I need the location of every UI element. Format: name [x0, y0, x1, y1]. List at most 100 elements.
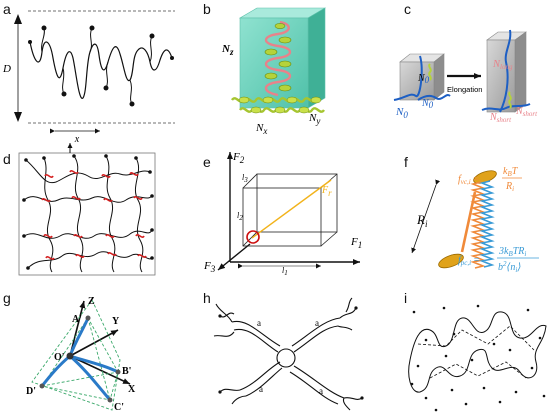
- svg-text:fpc,i=: fpc,i=: [458, 255, 480, 267]
- dashed-segments: [417, 325, 535, 379]
- svg-text:X: X: [128, 384, 136, 395]
- chain-branches: [41, 27, 153, 105]
- random-walk-path: [408, 311, 547, 393]
- red-crosslinks: [41, 170, 147, 260]
- bottom-disk: [438, 253, 464, 269]
- panel-d-label: d: [3, 151, 11, 167]
- fpc-equation: fpc,i= 3kBTRi b2⟨ni⟩: [458, 246, 539, 274]
- right-spring: [508, 91, 512, 109]
- axis-x: [69, 355, 131, 385]
- f1-label: F1: [350, 236, 362, 250]
- orange-rod: [460, 191, 477, 253]
- svg-text:b2⟨ni⟩: b2⟨ni⟩: [498, 260, 521, 274]
- left-chain-a: [393, 55, 423, 101]
- origin-circle: [246, 230, 260, 244]
- panel-c: c N0 N0 N0 Elongation Nlong Nshort Nshor…: [393, 1, 538, 124]
- f2-label: F2: [232, 151, 245, 165]
- tube-network: [213, 297, 363, 411]
- vertex-c: [107, 397, 113, 403]
- nx-label: Nx: [255, 122, 267, 136]
- nshort-label-1: Nshort: [489, 112, 512, 124]
- ri-label: Ri: [416, 212, 428, 229]
- svg-text:fvc,i=: fvc,i=: [458, 174, 479, 186]
- svg-text:a: a: [259, 384, 263, 394]
- axis-f3: [217, 243, 251, 271]
- origin-dot: [66, 352, 74, 360]
- panel-i: i: [404, 290, 547, 412]
- svg-text:a: a: [257, 318, 261, 328]
- svg-text:a: a: [319, 386, 323, 396]
- svg-text:C': C': [114, 402, 124, 413]
- n-label-left: N0: [417, 73, 430, 85]
- pink-helix-z: [264, 20, 292, 97]
- l3-label: l3: [242, 173, 248, 184]
- junction-circle: [276, 348, 296, 368]
- panel-f-label: f: [404, 154, 408, 170]
- right-box-front: [486, 39, 516, 113]
- svg-text:a: a: [315, 318, 319, 328]
- nshort-label-2: Nshort: [515, 106, 538, 118]
- panel-f: f Ri fvc,i= kBT Ri fpc,i= 3kBTRi b2⟨ni⟩: [404, 154, 539, 274]
- svg-text:O': O': [54, 352, 65, 363]
- panel-e: e F2 F1 F3 Fr l1 l2 l3: [203, 151, 362, 277]
- svg-text:B': B': [122, 366, 132, 377]
- panel-b-label: b: [203, 1, 211, 17]
- z-spring-blobs: [264, 23, 292, 92]
- vertex-d: [39, 383, 45, 389]
- panel-a: a D x: [2, 1, 175, 145]
- polymer-chain: [29, 41, 173, 99]
- l2-label: l2: [237, 211, 243, 222]
- svg-text:Z: Z: [88, 296, 95, 307]
- height-label: D: [2, 63, 11, 75]
- xy-spring-blobs: [238, 96, 322, 114]
- panel-h-label: h: [203, 290, 211, 306]
- n0-label-left: N0: [395, 106, 408, 120]
- right-box-side: [514, 31, 527, 113]
- tube-ends: [218, 306, 364, 400]
- panel-c-label: c: [404, 1, 411, 17]
- svg-text:A': A': [72, 314, 82, 325]
- svg-text:Y: Y: [112, 316, 120, 327]
- left-spring: [428, 63, 432, 81]
- fr-label: Fr: [321, 185, 332, 198]
- ri-arrow: [411, 179, 441, 254]
- panel-g-label: g: [3, 290, 11, 306]
- panel-a-label: a: [3, 1, 11, 17]
- axis-y: [69, 329, 119, 357]
- panel-b: b Nz Nx Ny: [203, 1, 327, 136]
- n0-label-left-b: N0: [421, 98, 434, 110]
- vertex-a: [85, 315, 91, 321]
- diagonal-line: [251, 179, 332, 239]
- left-box-side: [433, 53, 445, 101]
- cube-side: [307, 7, 326, 109]
- svg-text:D': D': [26, 386, 36, 397]
- left-box-front: [399, 61, 435, 101]
- right-chain-long: [499, 29, 512, 113]
- chain-end-dots: [28, 25, 174, 107]
- panel-i-label: i: [404, 290, 407, 306]
- left-chain-b: [417, 94, 451, 101]
- fvc-equation: fvc,i= kBT Ri: [458, 166, 522, 193]
- ny-label: Ny: [308, 112, 320, 126]
- a-labels: a a a a: [257, 318, 323, 396]
- network-end-dots: [22, 154, 154, 270]
- blue-spring: [479, 180, 495, 268]
- panel-h: h a a a a: [203, 290, 364, 411]
- right-chain-short: [481, 103, 531, 111]
- svg-text:Ri: Ri: [505, 181, 514, 193]
- nz-label: Nz: [221, 43, 234, 57]
- lattice-dots: [410, 304, 546, 412]
- panel-e-label: e: [203, 154, 211, 170]
- nlong-label: Nlong: [492, 59, 513, 71]
- panel-g: g Z Y X O' A' B' C' D': [3, 290, 136, 413]
- svg-text:kBT: kBT: [503, 166, 519, 178]
- width-label: x: [74, 134, 80, 145]
- svg-text:3kBTRi: 3kBTRi: [498, 246, 526, 258]
- l1-label: l1: [282, 266, 288, 277]
- panel-d: d: [3, 143, 156, 276]
- tetra-blue-arms: [40, 317, 119, 401]
- vertex-b: [115, 369, 121, 375]
- panel-g-labels: Z Y X O' A' B' C' D': [26, 296, 136, 413]
- f3-label: F3: [203, 260, 216, 274]
